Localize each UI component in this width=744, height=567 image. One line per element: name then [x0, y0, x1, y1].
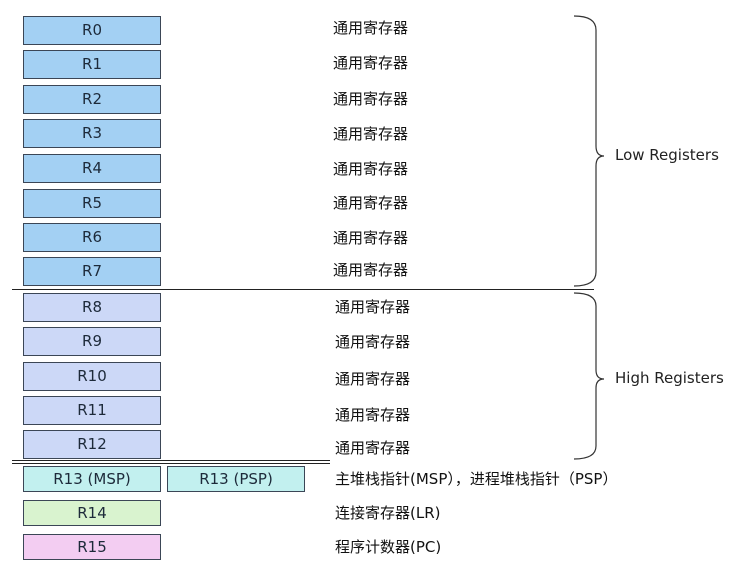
register-r14: R14: [23, 500, 161, 526]
register-r5-label: R5: [82, 194, 102, 212]
register-r11-label: R11: [77, 401, 107, 419]
register-r4: R4: [23, 154, 161, 183]
register-r11-desc: 通用寄存器: [335, 406, 411, 424]
register-r5: R5: [23, 189, 161, 218]
register-r0-label: R0: [82, 21, 102, 39]
register-r0-desc: 通用寄存器: [333, 19, 409, 37]
register-r8: R8: [23, 293, 161, 322]
register-r8-label: R8: [82, 298, 102, 316]
register-r15-desc: 程序计数器(PC): [335, 538, 442, 556]
register-r7: R7: [23, 257, 161, 286]
high-registers-label: High Registers: [615, 369, 724, 387]
register-r13-msp-label: R13 (MSP): [53, 469, 131, 488]
register-r14-desc: 连接寄存器(LR): [335, 504, 441, 522]
register-r7-label: R7: [82, 262, 102, 280]
register-r1-label: R1: [82, 55, 102, 73]
register-r3-label: R3: [82, 124, 102, 142]
register-r6-desc: 通用寄存器: [333, 229, 409, 247]
register-r11: R11: [23, 396, 161, 425]
register-r7-desc: 通用寄存器: [333, 261, 409, 279]
register-r9-desc: 通用寄存器: [335, 333, 411, 351]
high-special-divider-bottom: [12, 463, 330, 464]
register-r8-desc: 通用寄存器: [335, 298, 411, 316]
register-r14-label: R14: [77, 503, 107, 522]
register-r3-desc: 通用寄存器: [333, 125, 409, 143]
register-r10-label: R10: [77, 367, 107, 385]
register-r4-desc: 通用寄存器: [333, 160, 409, 178]
register-r13-psp: R13 (PSP): [167, 466, 305, 492]
register-r15: R15: [23, 534, 161, 560]
register-r12-desc: 通用寄存器: [335, 439, 411, 457]
register-r1-desc: 通用寄存器: [333, 54, 409, 72]
register-r12-label: R12: [77, 435, 107, 453]
register-r2-label: R2: [82, 90, 102, 108]
register-r13-desc: 主堆栈指针(MSP），进程堆栈指针（PSP）: [335, 470, 618, 488]
low-high-divider: [12, 289, 594, 290]
register-r5-desc: 通用寄存器: [333, 194, 409, 212]
register-r1: R1: [23, 50, 161, 79]
register-r4-label: R4: [82, 159, 102, 177]
register-r15-label: R15: [77, 537, 107, 556]
register-r12: R12: [23, 430, 161, 459]
register-r0: R0: [23, 16, 161, 45]
register-r6-label: R6: [82, 228, 102, 246]
high-registers-brace: [573, 292, 605, 460]
register-r2: R2: [23, 85, 161, 114]
register-r3: R3: [23, 119, 161, 148]
register-r6: R6: [23, 223, 161, 252]
low-registers-label: Low Registers: [615, 146, 719, 164]
register-r9-label: R9: [82, 332, 102, 350]
register-r10-desc: 通用寄存器: [335, 370, 411, 388]
register-r9: R9: [23, 327, 161, 356]
register-r13-msp: R13 (MSP): [23, 466, 161, 492]
register-r10: R10: [23, 362, 161, 391]
high-special-divider-top: [12, 460, 330, 461]
register-r2-desc: 通用寄存器: [333, 90, 409, 108]
register-r13-psp-label: R13 (PSP): [199, 469, 273, 488]
